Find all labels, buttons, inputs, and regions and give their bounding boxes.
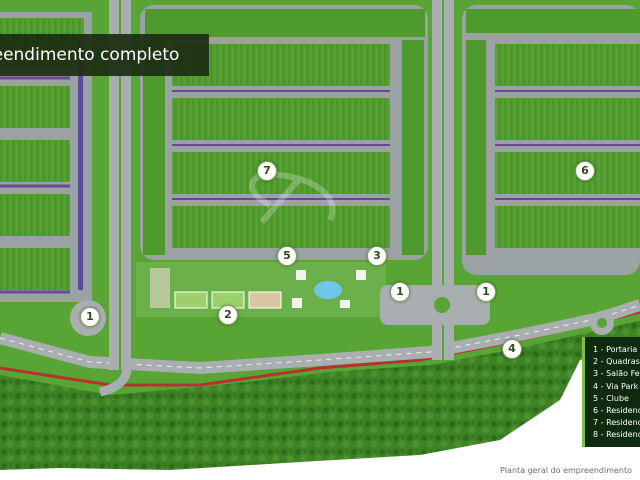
marker-residential-6[interactable]: 6 (575, 161, 595, 181)
legend-item: 6 - Residenc (593, 406, 640, 416)
map-caption: Planta geral do empreendimento (500, 466, 633, 475)
marker-gate-1[interactable]: 1 (80, 307, 100, 327)
lot-rows-east (495, 44, 640, 248)
watermark-logo (248, 171, 336, 224)
marker-via-park[interactable]: 4 (502, 339, 522, 359)
marker-party-hall[interactable]: 3 (367, 246, 387, 266)
legend-item: 7 - Residenc (593, 418, 640, 428)
legend-item: 4 - Via Park (593, 381, 639, 391)
legend-item: 8 - Residenc (593, 430, 640, 440)
marker-gate-3[interactable]: 1 (476, 282, 496, 302)
legend-item: 2 - Quadras (593, 357, 640, 367)
marker-residential-7[interactable]: 7 (257, 161, 277, 181)
legend-item: 5 - Clube (593, 393, 629, 403)
legend-item: 3 - Salão Fe (593, 369, 640, 379)
club-area (136, 262, 386, 317)
marker-gate-2[interactable]: 1 (390, 282, 410, 302)
map-title: reendimento completo (0, 45, 180, 65)
title-banner: reendimento completo (0, 34, 209, 76)
forest-strip (0, 320, 640, 470)
legend-item: 1 - Portaria (593, 345, 638, 354)
marker-club[interactable]: 5 (277, 246, 297, 266)
marker-courts[interactable]: 2 (218, 305, 238, 325)
map-legend: 1 - Portaria 2 - Quadras 3 - Salão Fe 4 … (582, 337, 640, 447)
